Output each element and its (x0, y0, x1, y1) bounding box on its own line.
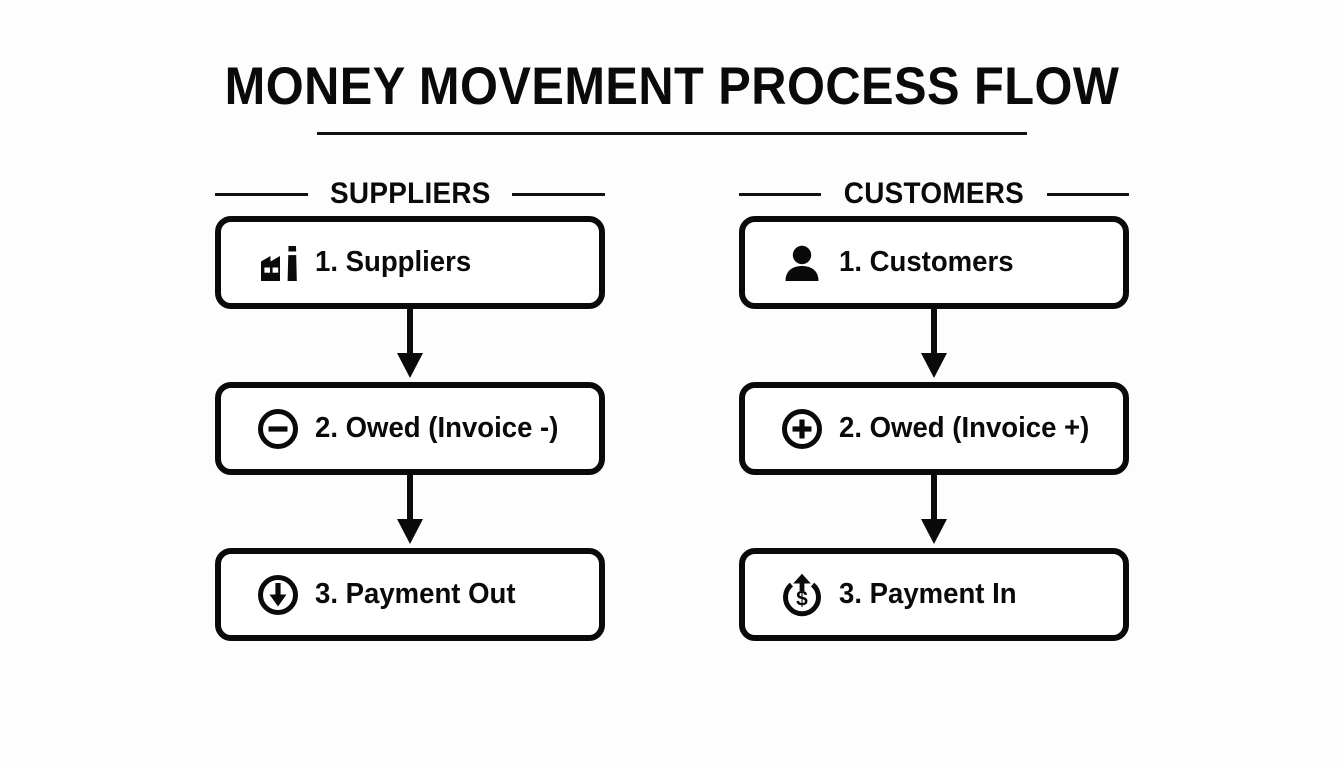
columns-container: SUPPLIERS 1. Suppliers (0, 172, 1344, 641)
circle-plus-icon (779, 406, 825, 452)
section-rule-left (215, 192, 308, 196)
node-owed-invoice-plus[interactable]: 2. Owed (Invoice +) (739, 382, 1129, 475)
title-underline (317, 132, 1027, 136)
factory-icon (255, 240, 301, 286)
connector-arrow-2 (390, 475, 430, 548)
connector-arrow-2 (914, 475, 954, 548)
person-icon (779, 240, 825, 286)
section-header-suppliers: SUPPLIERS (215, 172, 605, 216)
page-title-text: MONEY MOVEMENT PROCESS FLOW (224, 57, 1120, 116)
section-rule-left (739, 192, 822, 196)
node-label: 2. Owed (Invoice +) (839, 412, 1090, 444)
connector-arrow-1 (914, 309, 954, 382)
node-label: 1. Customers (839, 246, 1014, 278)
node-customers[interactable]: 1. Customers (739, 216, 1129, 309)
connector-arrow-1 (390, 309, 430, 382)
svg-text:$: $ (796, 587, 808, 610)
section-header-customers: CUSTOMERS (739, 172, 1129, 216)
column-suppliers: SUPPLIERS 1. Suppliers (215, 172, 605, 641)
page-title: MONEY MOVEMENT PROCESS FLOW (0, 57, 1344, 136)
section-title-suppliers: SUPPLIERS (329, 177, 491, 210)
circle-minus-icon (255, 406, 301, 452)
section-title-customers: CUSTOMERS (843, 177, 1025, 210)
section-rule-right (512, 192, 605, 196)
section-rule-right (1046, 192, 1129, 196)
node-payment-in[interactable]: $ 3. Payment In (739, 548, 1129, 641)
node-label: 3. Payment Out (315, 578, 516, 610)
node-suppliers[interactable]: 1. Suppliers (215, 216, 605, 309)
circle-arrow-down-icon (255, 572, 301, 618)
node-label: 1. Suppliers (315, 246, 472, 278)
dollar-arrow-up-icon: $ (779, 572, 825, 618)
node-owed-invoice-minus[interactable]: 2. Owed (Invoice -) (215, 382, 605, 475)
column-customers: CUSTOMERS 1. Customers (739, 172, 1129, 641)
node-label: 3. Payment In (839, 578, 1017, 610)
node-payment-out[interactable]: 3. Payment Out (215, 548, 605, 641)
node-label: 2. Owed (Invoice -) (315, 412, 559, 444)
